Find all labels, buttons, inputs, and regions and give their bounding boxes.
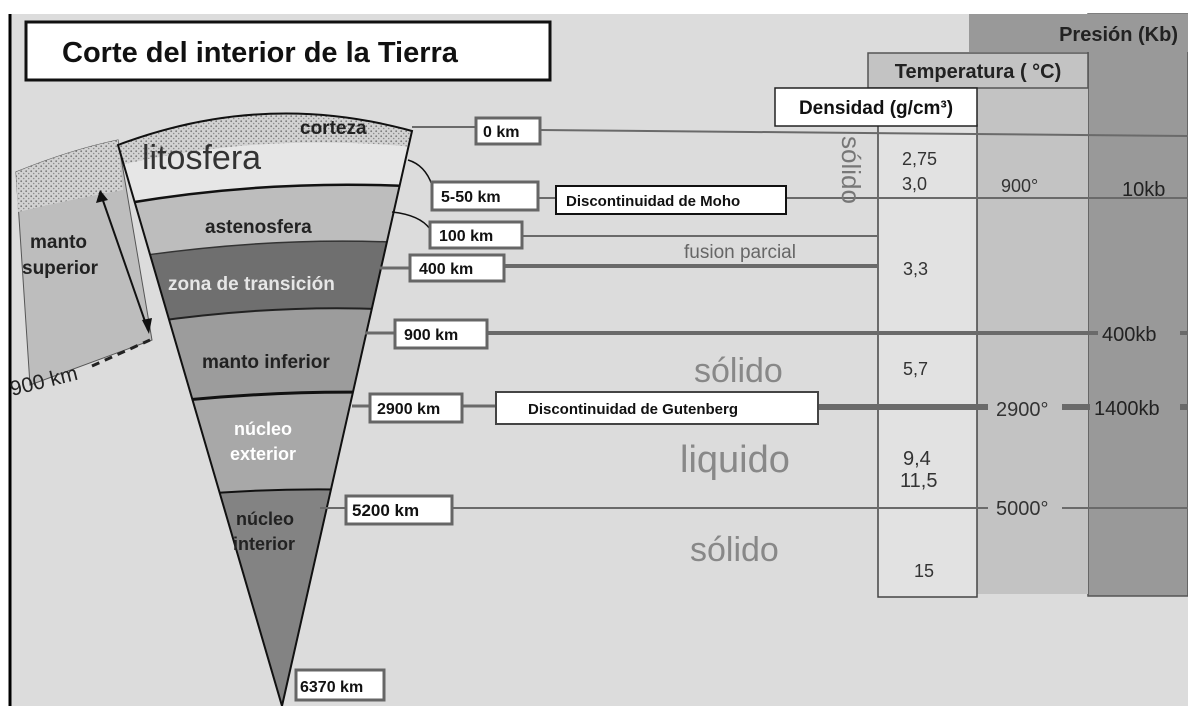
- depth-5200km: 5200 km: [352, 501, 419, 520]
- temp-5000: 5000°: [996, 498, 1049, 520]
- pressure-header-box: [969, 14, 1188, 52]
- manto-superior-label-1: manto: [30, 232, 87, 253]
- label-nucleo-interior-2: interior: [233, 534, 295, 554]
- label-zona-transicion: zona de transición: [168, 274, 335, 295]
- gutenberg-label: Discontinuidad de Gutenberg: [528, 401, 738, 418]
- label-astenosfera: astenosfera: [205, 217, 312, 238]
- density-3-0: 3,0: [902, 174, 927, 194]
- state-fusion-parcial: fusion parcial: [684, 242, 796, 263]
- state-liquido: liquido: [680, 439, 790, 481]
- depth-labels: 0 km 5-50 km 100 km 400 km 900 km 2900 k…: [294, 116, 542, 702]
- diagram-title: Corte del interior de la Tierra: [62, 37, 459, 69]
- pressure-header: Presión (Kb): [1059, 24, 1178, 46]
- pressure-1400: 1400kb: [1094, 398, 1160, 420]
- depth-900km: 900 km: [404, 327, 458, 344]
- label-corteza: corteza: [300, 118, 367, 139]
- depth-900-dash: [91, 338, 151, 368]
- label-nucleo-interior-1: núcleo: [236, 509, 294, 529]
- depth-0km: 0 km: [483, 124, 519, 141]
- temperature-header-box: [867, 52, 1089, 89]
- density-9-4: 9,4: [903, 448, 931, 470]
- depth-box-100: [428, 220, 524, 250]
- density-2-75: 2,75: [902, 149, 937, 169]
- label-nucleo-exterior-1: núcleo: [234, 419, 292, 439]
- depth-box-2900: [368, 392, 464, 424]
- density-header-box: [774, 87, 978, 127]
- manto-superior-label-2: superior: [22, 258, 99, 279]
- temp-2900: 2900°: [996, 399, 1049, 421]
- wedge-outline: [116, 112, 414, 710]
- density-15: 15: [914, 561, 934, 581]
- density-column: [877, 124, 978, 598]
- depth-box-400: [408, 253, 506, 283]
- manto-superior-arrow: [99, 191, 149, 331]
- moho-box: [555, 185, 787, 215]
- depth-box-0: [474, 116, 542, 146]
- depth-400km: 400 km: [419, 261, 473, 278]
- arrow-up-icon: [96, 190, 108, 203]
- label-manto-inferior: manto inferior: [202, 352, 330, 373]
- temp-900: 900°: [1001, 176, 1038, 196]
- title-box: [24, 20, 552, 82]
- crust-section-left: [16, 140, 123, 212]
- depth-100km: 100 km: [439, 228, 493, 245]
- depth-5-50km: 5-50 km: [441, 189, 501, 206]
- density-header: Densidad (g/cm³): [799, 98, 953, 119]
- density-5-7: 5,7: [903, 359, 928, 379]
- depth-box-900: [393, 318, 489, 350]
- density-3-3: 3,3: [903, 259, 928, 279]
- depth-box-5200: [344, 494, 454, 526]
- state-solido-vertical: sólido: [836, 136, 866, 204]
- label-litosfera: litosfera: [142, 139, 261, 177]
- state-solido-nucleo: sólido: [690, 531, 779, 569]
- depth-2900km: 2900 km: [377, 401, 440, 418]
- depth-6370km: 6370 km: [300, 679, 363, 696]
- pressure-400: 400kb: [1102, 324, 1157, 346]
- gutenberg-box: [495, 391, 819, 425]
- moho-label: Discontinuidad de Moho: [566, 193, 740, 210]
- temperature-header: Temperatura ( °C): [895, 61, 1062, 83]
- depth-box-5: [430, 180, 540, 212]
- pressure-10: 10kb: [1122, 179, 1165, 201]
- density-11-5: 11,5: [900, 470, 937, 492]
- depth-lines: [320, 126, 1188, 509]
- arrow-down-icon: [142, 318, 152, 334]
- label-nucleo-exterior-2: exterior: [230, 444, 296, 464]
- depth-box-6370: [294, 668, 386, 702]
- state-solido-manto: sólido: [694, 352, 783, 390]
